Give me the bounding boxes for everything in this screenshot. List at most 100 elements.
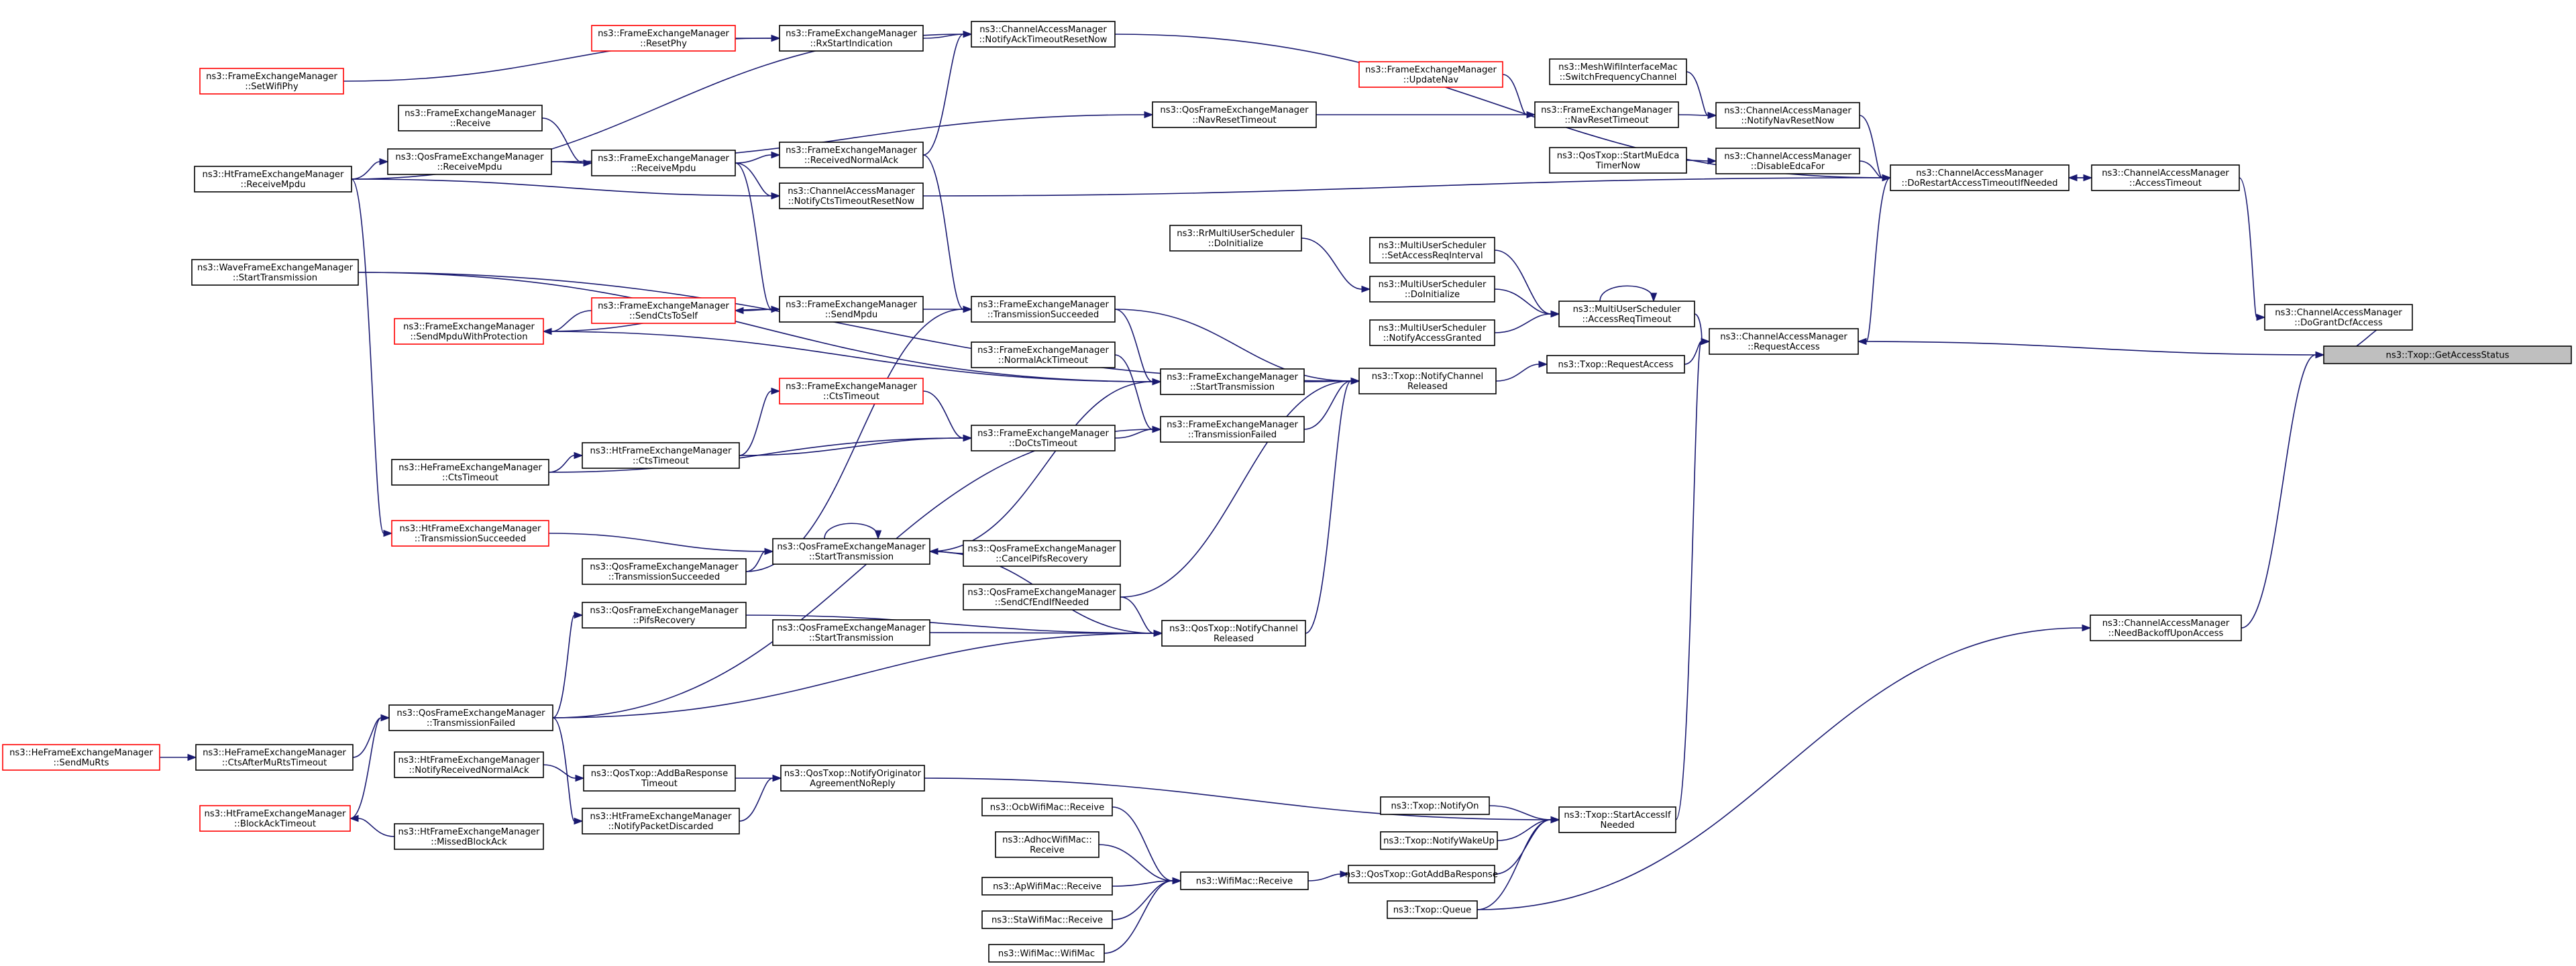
node-cam_nctrn[interactable]: ns3::ChannelAccessManager::NotifyCtsTime… bbox=[779, 182, 924, 209]
node-hfem_npd[interactable]: ns3::HtFrameExchangeManager::NotifyPacke… bbox=[582, 808, 740, 835]
node-wfem_starttx[interactable]: ns3::WaveFrameExchangeManager::StartTran… bbox=[191, 259, 359, 286]
node-fem_navrt[interactable]: ns3::FrameExchangeManager::NavResetTimeo… bbox=[1534, 101, 1679, 128]
node-label: ::SendMpdu bbox=[825, 310, 878, 320]
edge-hfem_nrna-to-qostxop_abrt bbox=[543, 764, 585, 782]
node-hfem_txsucc[interactable]: ns3::HtFrameExchangeManager::Transmissio… bbox=[391, 520, 549, 547]
node-cam_naatrn[interactable]: ns3::ChannelAccessManager::NotifyAckTime… bbox=[971, 21, 1116, 48]
node-fem_ctstimeout[interactable]: ns3::FrameExchangeManager::CtsTimeout bbox=[779, 378, 924, 405]
node-label: ns3::QosFrameExchangeManager bbox=[967, 588, 1116, 598]
node-wifimac_receive[interactable]: ns3::WifiMac::Receive bbox=[1180, 871, 1309, 890]
edge-txop_ncr-to-txop_reqacc bbox=[1495, 360, 1548, 382]
node-txop_reqacc[interactable]: ns3::Txop::RequestAccess bbox=[1546, 355, 1685, 374]
node-txop_queue[interactable]: ns3::Txop::Queue bbox=[1387, 900, 1478, 919]
node-box bbox=[971, 21, 1116, 48]
node-hfem_recmpdu[interactable]: ns3::HtFrameExchangeManager::ReceiveMpdu bbox=[194, 166, 352, 193]
node-qostxop_gabr[interactable]: ns3::QosTxop::GotAddBaResponse bbox=[1345, 865, 1498, 883]
node-fem_setwifiphy[interactable]: ns3::FrameExchangeManager::SetWifiPhy bbox=[199, 68, 344, 95]
node-mus_sari[interactable]: ns3::MultiUserScheduler::SetAccessReqInt… bbox=[1369, 237, 1495, 264]
node-hefem_sendmurts[interactable]: ns3::HeFrameExchangeManager::SendMuRts bbox=[2, 744, 160, 771]
node-label: ::SendCtsToSelf bbox=[629, 311, 698, 321]
node-txop_nwu[interactable]: ns3::Txop::NotifyWakeUp bbox=[1380, 831, 1498, 850]
node-hfem_mba[interactable]: ns3::HtFrameExchangeManager::MissedBlock… bbox=[394, 823, 544, 850]
node-mus_nag[interactable]: ns3::MultiUserScheduler::NotifyAccessGra… bbox=[1369, 319, 1495, 346]
arrowhead bbox=[1857, 337, 1867, 345]
node-rrmus_doinit[interactable]: ns3::RrMultiUserScheduler::DoInitialize bbox=[1169, 225, 1302, 252]
node-mesh_sfc[interactable]: ns3::MeshWifiInterfaceMac::SwitchFrequen… bbox=[1549, 58, 1687, 85]
arrowhead bbox=[963, 30, 973, 38]
node-qfem_starttx2[interactable]: ns3::QosFrameExchangeManager::StartTrans… bbox=[772, 619, 930, 646]
node-sta_receive[interactable]: ns3::StaWifiMac::Receive bbox=[981, 910, 1113, 929]
node-cam_nbua[interactable]: ns3::ChannelAccessManager::NeedBackoffUp… bbox=[2090, 614, 2242, 641]
node-cam_dgdcf[interactable]: ns3::ChannelAccessManager::DoGrantDcfAcc… bbox=[2264, 304, 2413, 331]
node-label: Receive bbox=[1030, 845, 1065, 855]
node-cam_acctimeout[interactable]: ns3::ChannelAccessManager::AccessTimeout bbox=[2091, 164, 2240, 191]
node-qfem_navrt[interactable]: ns3::QosFrameExchangeManager::NavResetTi… bbox=[1152, 101, 1317, 128]
node-label: ns3::HtFrameExchangeManager bbox=[398, 827, 540, 837]
node-box bbox=[391, 459, 549, 486]
node-qfem_scen[interactable]: ns3::QosFrameExchangeManager::SendCfEndI… bbox=[963, 584, 1121, 610]
arrowhead bbox=[1550, 816, 1560, 824]
node-fem_rna[interactable]: ns3::FrameExchangeManager::ReceivedNorma… bbox=[779, 142, 924, 168]
node-cam_drat[interactable]: ns3::ChannelAccessManager::DoRestartAcce… bbox=[1890, 164, 2070, 191]
node-hefem_ctstimeout[interactable]: ns3::HeFrameExchangeManager::CtsTimeout bbox=[391, 459, 549, 486]
node-fem_updatenav[interactable]: ns3::FrameExchangeManager::UpdateNav bbox=[1358, 61, 1503, 88]
node-label: ::PifsRecovery bbox=[633, 616, 696, 626]
node-box bbox=[2, 744, 160, 771]
node-root[interactable]: ns3::Txop::GetAccessStatus bbox=[2323, 345, 2572, 364]
node-box bbox=[195, 744, 354, 771]
node-cam_def[interactable]: ns3::ChannelAccessManager::DisableEdcaFo… bbox=[1715, 148, 1860, 174]
node-fem_recmpdu[interactable]: ns3::FrameExchangeManager::ReceiveMpdu bbox=[591, 150, 736, 176]
node-ap_receive[interactable]: ns3::ApWifiMac::Receive bbox=[981, 877, 1113, 896]
node-qfem_cpr[interactable]: ns3::QosFrameExchangeManager::CancelPifs… bbox=[963, 540, 1121, 567]
node-fem_nat[interactable]: ns3::FrameExchangeManager::NormalAckTime… bbox=[971, 341, 1116, 368]
node-hfem_bat[interactable]: ns3::HtFrameExchangeManager::BlockAckTim… bbox=[199, 805, 351, 832]
node-ocb_receive[interactable]: ns3::OcbWifiMac::Receive bbox=[981, 798, 1113, 816]
node-hfem_ctstimeout[interactable]: ns3::HtFrameExchangeManager::CtsTimeout bbox=[582, 442, 740, 469]
node-wifimac_ctor[interactable]: ns3::WifiMac::WifiMac bbox=[988, 944, 1105, 963]
node-label: ns3::QosFrameExchangeManager bbox=[777, 623, 926, 633]
node-fem_smwp[interactable]: ns3::FrameExchangeManager::SendMpduWithP… bbox=[394, 318, 544, 345]
node-qfem_recmpdu[interactable]: ns3::QosFrameExchangeManager::ReceiveMpd… bbox=[387, 148, 552, 175]
node-label: ns3::MultiUserScheduler bbox=[1573, 305, 1681, 315]
node-fem_txsucc[interactable]: ns3::FrameExchangeManager::TransmissionS… bbox=[971, 296, 1116, 323]
edge-ocb_receive-to-wifimac_receive bbox=[1112, 806, 1182, 885]
node-txop_notifyon[interactable]: ns3::Txop::NotifyOn bbox=[1380, 796, 1490, 815]
node-qfem_txfail[interactable]: ns3::QosFrameExchangeManager::Transmissi… bbox=[388, 704, 553, 731]
node-label: ::CtsTimeout bbox=[442, 473, 498, 483]
node-hfem_nrna[interactable]: ns3::HtFrameExchangeManager::NotifyRecei… bbox=[394, 751, 544, 778]
node-box bbox=[582, 602, 747, 629]
node-cam_reqacc[interactable]: ns3::ChannelAccessManager::RequestAccess bbox=[1709, 328, 1859, 355]
node-qostxop_noanr[interactable]: ns3::QosTxop::NotifyOriginatorAgreementN… bbox=[780, 765, 925, 792]
node-box bbox=[1160, 416, 1305, 443]
arrowhead bbox=[1144, 111, 1154, 119]
node-box bbox=[772, 619, 930, 646]
node-cam_nnrn[interactable]: ns3::ChannelAccessManager::NotifyNavRese… bbox=[1715, 102, 1860, 129]
node-box bbox=[1348, 865, 1495, 883]
node-fem_txfail[interactable]: ns3::FrameExchangeManager::TransmissionF… bbox=[1160, 416, 1305, 443]
node-mus_art[interactable]: ns3::MultiUserScheduler::AccessReqTimeou… bbox=[1558, 301, 1695, 327]
node-box bbox=[194, 166, 352, 193]
node-hefem_camto[interactable]: ns3::HeFrameExchangeManager::CtsAfterMuR… bbox=[195, 744, 354, 771]
node-fem_starttx[interactable]: ns3::FrameExchangeManager::StartTransmis… bbox=[1160, 368, 1305, 395]
node-qfem_pifs[interactable]: ns3::QosFrameExchangeManager::PifsRecove… bbox=[582, 602, 747, 629]
node-fem_rxsi[interactable]: ns3::FrameExchangeManager::RxStartIndica… bbox=[779, 25, 924, 52]
node-box bbox=[1549, 147, 1687, 174]
node-qfem_starttx[interactable]: ns3::QosFrameExchangeManager::StartTrans… bbox=[772, 538, 930, 565]
node-fem_resetphy[interactable]: ns3::FrameExchangeManager::ResetPhy bbox=[591, 25, 736, 52]
node-fem_scts[interactable]: ns3::FrameExchangeManager::SendCtsToSelf bbox=[591, 297, 736, 324]
edge-hefem_ctstimeout-to-fem_dcts bbox=[548, 434, 973, 473]
node-label: ::NormalAckTimeout bbox=[998, 356, 1088, 366]
node-box bbox=[779, 25, 924, 52]
node-mus_doinit[interactable]: ns3::MultiUserScheduler::DoInitialize bbox=[1369, 276, 1495, 303]
node-fem_receive[interactable]: ns3::FrameExchangeManager::Receive bbox=[398, 105, 543, 131]
node-fem_sendmpdu[interactable]: ns3::FrameExchangeManager::SendMpdu bbox=[779, 296, 924, 323]
node-fem_dcts[interactable]: ns3::FrameExchangeManager::DoCtsTimeout bbox=[971, 425, 1116, 451]
edge-qfem_starttx-to-fem_starttx bbox=[929, 378, 1162, 552]
node-qfem_txsucc[interactable]: ns3::QosFrameExchangeManager::Transmissi… bbox=[582, 558, 747, 585]
node-adhoc_receive[interactable]: ns3::AdhocWifiMac::Receive bbox=[995, 831, 1099, 858]
